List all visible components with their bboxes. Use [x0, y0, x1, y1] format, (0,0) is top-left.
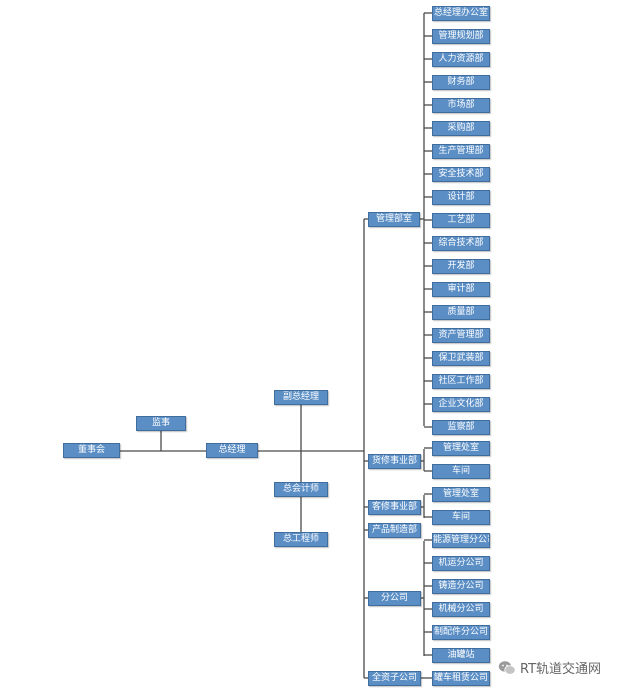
freight-mgmt-office-node: 管理处室: [432, 441, 490, 456]
tank-car-leasing-node: 罐车租赁公司: [432, 671, 490, 686]
branch-energy-node: 能源管理分公司: [432, 533, 490, 548]
department-node: 开发部: [432, 259, 490, 274]
watermark: RT轨道交通网: [498, 658, 601, 677]
passenger-mgmt-office-node: 管理处室: [432, 487, 490, 502]
department-node: 社区工作部: [432, 374, 490, 389]
department-node: 生产管理部: [432, 144, 490, 159]
department-node: 市场部: [432, 98, 490, 113]
supervisor-node: 监事: [136, 416, 186, 431]
department-node: 人力资源部: [432, 52, 490, 67]
passenger-unit-node: 客修事业部: [368, 500, 421, 515]
department-node: 监察部: [432, 420, 490, 435]
board-node: 董事会: [63, 443, 120, 458]
branch-transport-node: 机运分公司: [432, 556, 490, 571]
gm-node: 总经理: [206, 443, 258, 458]
passenger-workshop-node: 车间: [432, 510, 490, 525]
freight-workshop-node: 车间: [432, 464, 490, 479]
watermark-text: RT轨道交通网: [520, 662, 602, 677]
department-node: 工艺部: [432, 213, 490, 228]
branch-casting-node: 铸造分公司: [432, 579, 490, 594]
department-node: 审计部: [432, 282, 490, 297]
department-node: 设计部: [432, 190, 490, 205]
chief-accountant-node: 总会计师: [274, 482, 328, 497]
chief-engineer-node: 总工程师: [274, 532, 328, 547]
department-node: 安全技术部: [432, 167, 490, 182]
department-node: 综合技术部: [432, 236, 490, 251]
branches-node: 分公司: [368, 591, 421, 606]
department-node: 总经理办公室: [432, 6, 490, 21]
department-node: 采购部: [432, 121, 490, 136]
department-node: 资产管理部: [432, 328, 490, 343]
department-node: 保卫武装部: [432, 351, 490, 366]
freight-unit-node: 货修事业部: [368, 454, 421, 469]
department-node: 企业文化部: [432, 397, 490, 412]
subsidiaries-node: 全资子公司: [368, 671, 421, 686]
branch-fuel-station-node: 油罐站: [432, 648, 490, 663]
mgmt-depts-node: 管理部室: [368, 212, 420, 227]
branch-machinery-node: 机械分公司: [432, 602, 490, 617]
deputy-gm-node: 副总经理: [274, 390, 328, 405]
department-node: 管理规划部: [432, 29, 490, 44]
department-node: 质量部: [432, 305, 490, 320]
department-node: 财务部: [432, 75, 490, 90]
branch-parts-node: 制配件分公司: [432, 625, 490, 640]
product-unit-node: 产品制造部: [368, 523, 421, 538]
wechat-icon: [498, 660, 516, 675]
